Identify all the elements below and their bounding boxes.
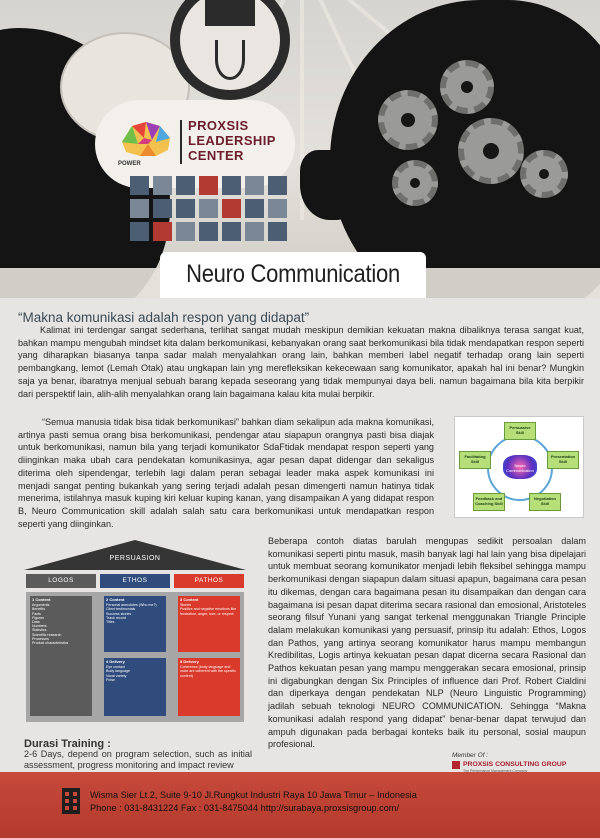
member-label: Member Of : — [452, 752, 489, 759]
brand-name-line3: CENTER — [188, 148, 244, 163]
ethos-delivery-box: 4 Delivery Eye contact Body language Voc… — [104, 658, 166, 716]
cycle-box: Presentation Skill — [547, 451, 579, 469]
cycle-box: Facilitating Skill — [459, 451, 491, 469]
pillar-logos-label: LOGOS — [26, 574, 96, 588]
gear-icon — [392, 160, 438, 206]
building-icon — [62, 788, 80, 814]
pathos-content-box: 3 Content Stories Positive and negative … — [178, 596, 240, 652]
quote-heading: “Makna komunikasi adalah respon yang did… — [18, 310, 310, 325]
proxsis-group-logo-icon — [452, 761, 460, 769]
brain-pixel-grid — [130, 176, 287, 241]
brain-logo-icon — [122, 122, 170, 156]
gear-icon — [440, 60, 494, 114]
pillar-pathos-label: PATHOS — [174, 574, 244, 588]
cycle-box: Negotiation Skill — [529, 493, 561, 511]
skills-cycle-diagram: Persuasive Skill Presentation Skill Nego… — [454, 416, 584, 518]
paragraph-3: Beberapa contoh diatas barulah mengupas … — [268, 536, 586, 750]
footer-address: Wisma Sier Lt.2, Suite 9-10 Jl.Rungkut I… — [90, 790, 417, 800]
logos-content-box: 1 Content Arguments Benefits Facts Figur… — [30, 596, 92, 716]
gear-icon — [458, 118, 524, 184]
gear-icon — [520, 150, 568, 198]
training-duration-title: Durasi Training : — [24, 738, 111, 750]
pathos-delivery-box: 5 Delivery Coherence (body language and … — [178, 658, 240, 716]
cycle-box: Persuasive Skill — [504, 422, 536, 440]
member-tagline: The Performance Management Company — [463, 769, 528, 773]
paragraph-2: “Semua manusia tidak bisa tidak berkomun… — [18, 417, 434, 529]
cycle-center: Neuro Communication — [503, 455, 537, 479]
training-duration-text: 2-6 Days, depend on program selection, s… — [24, 749, 252, 771]
title-bar: Neuro Communication — [0, 252, 600, 298]
footer: Wisma Sier Lt.2, Suite 9-10 Jl.Rungkut I… — [0, 772, 600, 838]
footer-contact: Phone : 031-8431224 Fax : 031-8475044 ht… — [90, 803, 400, 813]
persuasion-roof — [24, 540, 246, 570]
persuasion-diagram: PERSUASION LOGOS ETHOS PATHOS 1 Content … — [24, 540, 246, 730]
proxsis-logo: PROXSIS LEADERSHIP CENTER POWER — [118, 116, 306, 172]
member-name: PROXSIS CONSULTING GROUP — [463, 761, 567, 768]
brand-power-word: POWER — [118, 161, 141, 167]
hero-illustration: PROXSIS LEADERSHIP CENTER POWER Neuro Co… — [0, 0, 600, 298]
ethos-content-box: 2 Content Personal anecdotes (Who me?) C… — [104, 596, 166, 652]
member-of: Member Of : PROXSIS CONSULTING GROUP The… — [452, 752, 566, 773]
gear-icon — [378, 90, 438, 150]
brand-name-line2: LEADERSHIP — [188, 133, 276, 148]
persuasion-roof-label: PERSUASION — [109, 555, 161, 562]
brand-name-line1: PROXSIS — [188, 118, 249, 133]
pillar-ethos-label: ETHOS — [100, 574, 170, 588]
page-title: Neuro Communication — [186, 260, 400, 288]
cycle-box: Feedback and Coaching Skill — [473, 493, 505, 511]
intro-paragraph: Kalimat ini terdengar sangat sederhana, … — [18, 325, 584, 399]
